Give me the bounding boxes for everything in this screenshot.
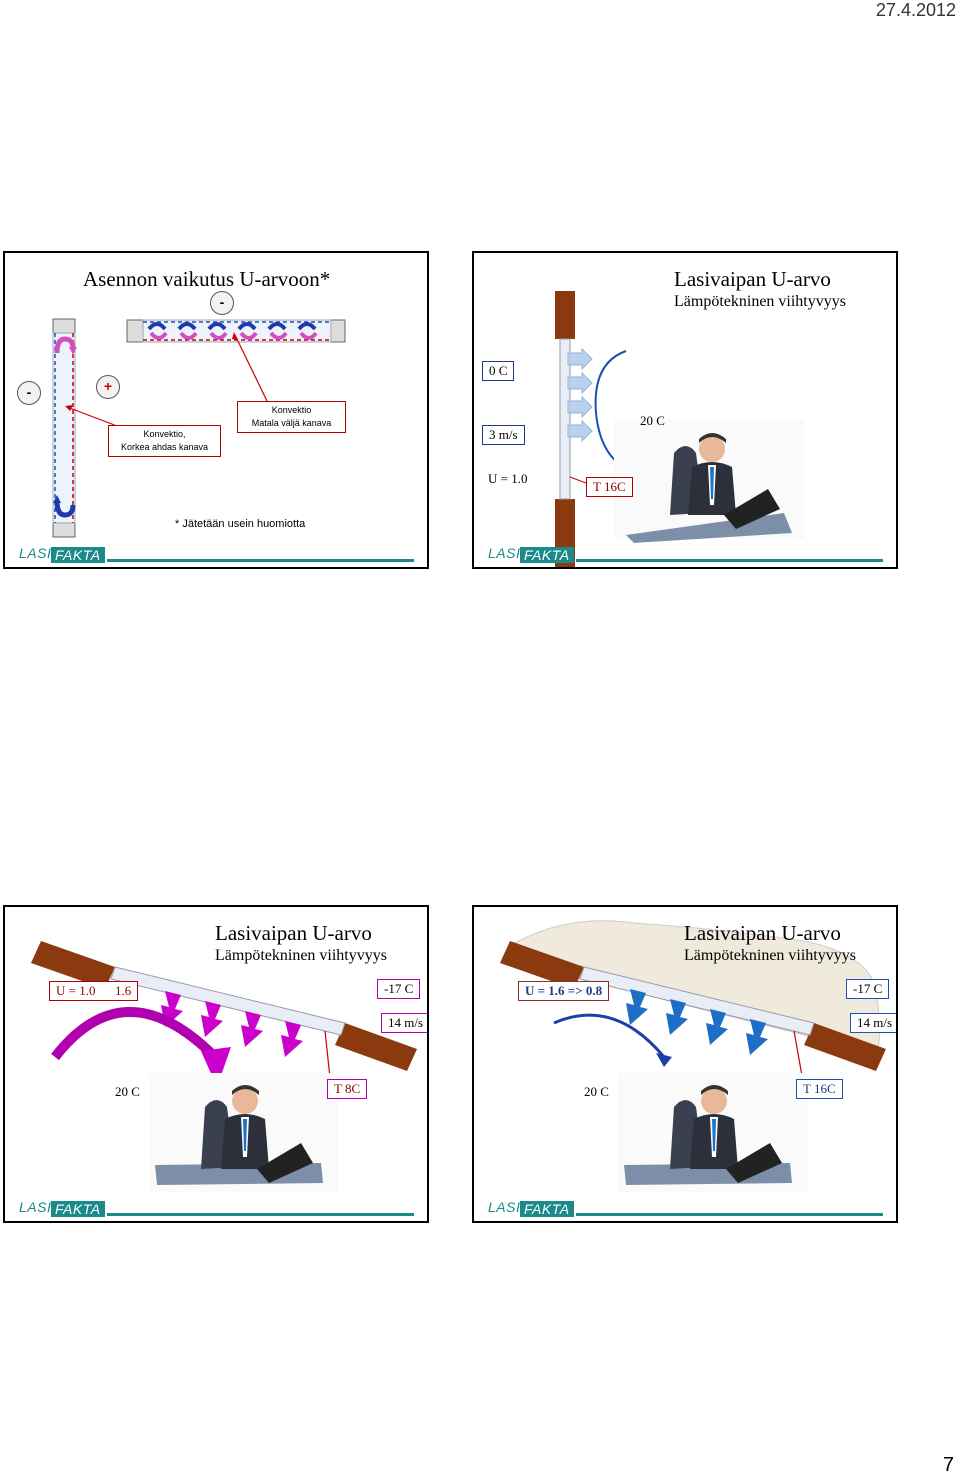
slide-subtitle: Lämpötekninen viihtyvyys: [674, 293, 846, 310]
convection-swirl-icon: [149, 331, 168, 340]
convection-swirl-icon: [297, 322, 317, 331]
inside-temperature: 20 C: [584, 1084, 609, 1099]
cold-convection-arrow: [54, 500, 76, 518]
outside-temperature: -17 C: [377, 979, 421, 999]
u-value: U = 1.0: [488, 471, 528, 486]
surface-temperature: T 8C: [327, 1079, 368, 1099]
convection-swirl-icon: [207, 322, 227, 331]
slide-subtitle: Lämpötekninen viihtyvyys: [684, 947, 856, 964]
convection-swirl-icon: [267, 322, 287, 331]
convection-swirl-icon: [239, 331, 258, 340]
wind-speed: 3 m/s: [482, 425, 525, 445]
surface-temperature: T 16C: [796, 1079, 843, 1099]
inside-temperature: 20 C: [115, 1084, 140, 1099]
office-worker-illustration: [614, 419, 804, 543]
warm-convection-arrow: [54, 336, 76, 354]
convection-swirl-icon: [179, 331, 198, 340]
slide-subtitle: Lämpötekninen viihtyvyys: [215, 947, 387, 964]
convection-swirl-icon: [209, 331, 228, 340]
slide-title: Lasivaipan U-arvo: [674, 267, 831, 291]
slide-glass-envelope-2: Lasivaipan U-arvo Lämpötekninen viihtyvy…: [3, 905, 429, 1223]
convection-swirl-icon: [269, 331, 288, 340]
u-value-change: U = 1.6 => 0.8: [518, 981, 610, 1001]
convection-swirl-icon: [299, 331, 318, 340]
slide-title: Lasivaipan U-arvo: [215, 921, 372, 945]
page-number: 7: [942, 1454, 954, 1476]
convection-swirl-icon: [237, 322, 257, 331]
label-high-narrow-channel: Konvektio,Korkea ahdas kanava: [108, 425, 221, 457]
wind-speed: 14 m/s: [381, 1013, 427, 1033]
footnote: * Jätetään usein huomiotta: [175, 518, 306, 530]
inside-temperature: 20 C: [640, 413, 665, 428]
minus-sign-icon: -: [210, 291, 234, 315]
u-value-from: U = 1.0 1.6: [49, 981, 139, 1001]
slide-installation-effect: Asennon vaikutus U-arvoon* - - + Konvekt…: [3, 251, 429, 569]
vertical-window-diagram: [555, 291, 804, 567]
convection-swirl-icon: [147, 322, 167, 331]
outside-temperature: 0 C: [482, 361, 515, 381]
surface-temperature: T 16C: [586, 477, 633, 497]
plus-sign-icon: +: [96, 375, 120, 399]
convection-swirl-icon: [177, 322, 197, 331]
minus-sign-icon: -: [17, 381, 41, 405]
office-worker-illustration: [149, 1073, 339, 1193]
convection-diagram: [52, 318, 346, 538]
reduced-downdraft-arrows: [626, 989, 768, 1055]
outside-temperature: -17 C: [846, 979, 890, 999]
slide-glass-envelope-1: Lasivaipan U-arvo Lämpötekninen viihtyvy…: [472, 251, 898, 569]
wind-speed: 14 m/s: [850, 1013, 896, 1033]
slide-title: Lasivaipan U-arvo: [684, 921, 841, 945]
sloped-window-diagram: [31, 941, 417, 1193]
page-date: 27.4.2012: [875, 0, 956, 20]
office-worker-illustration: [618, 1073, 808, 1193]
slide-title: Asennon vaikutus U-arvoon*: [83, 267, 331, 291]
convection-arrow-row: [147, 322, 318, 340]
sloped-window-overlay: [500, 941, 886, 1193]
slide-glass-envelope-3: Lasivaipan U-arvo Lämpötekninen viihtyvy…: [472, 905, 898, 1223]
